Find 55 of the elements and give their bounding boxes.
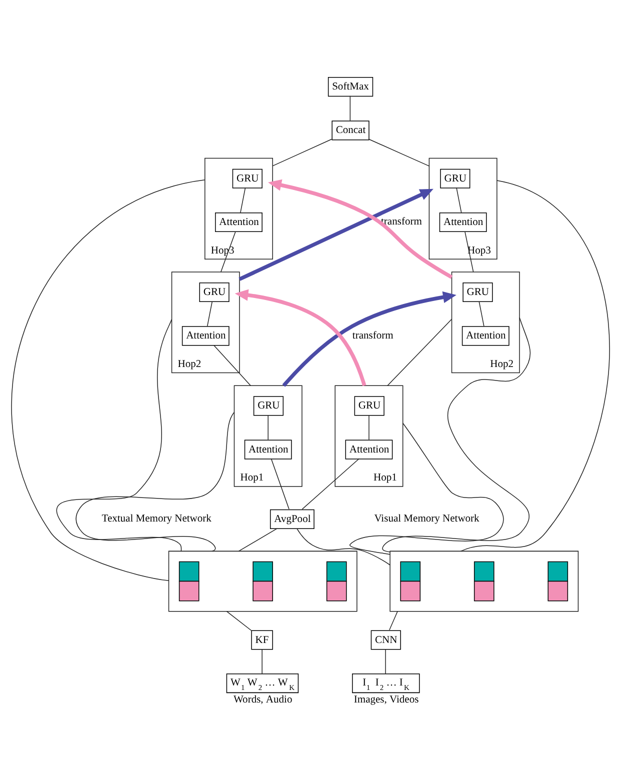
connector (478, 301, 484, 326)
node-box: GRU (232, 168, 262, 188)
node-box: SoftMax (328, 77, 374, 97)
node-box: Attention (345, 440, 393, 460)
node-box: Concat (332, 120, 370, 140)
arrow (268, 179, 453, 279)
connector (368, 414, 370, 440)
node-box: Attention (182, 326, 230, 346)
node-box: Attention (215, 212, 262, 232)
edge-label: transform (352, 330, 394, 342)
arrow (234, 289, 366, 386)
edge-label: transform (381, 216, 422, 228)
label: Visual Memory Network (374, 514, 480, 525)
node-box: Attention (439, 212, 487, 232)
label: Textual Memory Network (102, 514, 212, 525)
connector (56, 318, 182, 552)
node-box: CNN (370, 630, 401, 650)
node-box: Attention (244, 440, 292, 460)
node-box: GRU (354, 396, 384, 416)
connector (385, 648, 386, 674)
connector (456, 187, 462, 213)
cluster (168, 550, 358, 612)
connector (389, 611, 398, 630)
connector (213, 344, 251, 386)
node-box: W$_{1}$ W$_{2}$ … W$_{K}$ (226, 674, 299, 694)
connector (272, 138, 332, 166)
connector (382, 317, 531, 552)
connector (240, 187, 246, 213)
node-box: Attention (462, 326, 510, 346)
node-box: AvgPool (270, 509, 314, 529)
connector (302, 458, 360, 510)
node-box: KF (251, 630, 273, 650)
connector (206, 301, 213, 326)
connector (350, 422, 504, 555)
connector (76, 412, 235, 552)
node-box: GRU (462, 282, 493, 302)
connector (238, 528, 278, 552)
connector (464, 231, 474, 272)
cluster (390, 550, 579, 612)
connector (296, 528, 390, 566)
node-box: GRU (440, 168, 470, 188)
connector (12, 179, 206, 582)
node-box: GRU (199, 282, 230, 302)
connector (270, 458, 290, 510)
connector (226, 611, 252, 631)
connector (460, 180, 610, 552)
node-label: Images, Videos (354, 694, 419, 706)
node-label: Words, Audio (233, 694, 292, 706)
arrow (282, 291, 456, 387)
connector (368, 138, 430, 166)
connector (350, 96, 351, 121)
arrow (238, 188, 434, 281)
node-box: GRU (253, 396, 284, 416)
connector (387, 318, 452, 386)
node-box: I$_{1}$ I$_{2}$ … I$_{K}$ (352, 674, 420, 694)
